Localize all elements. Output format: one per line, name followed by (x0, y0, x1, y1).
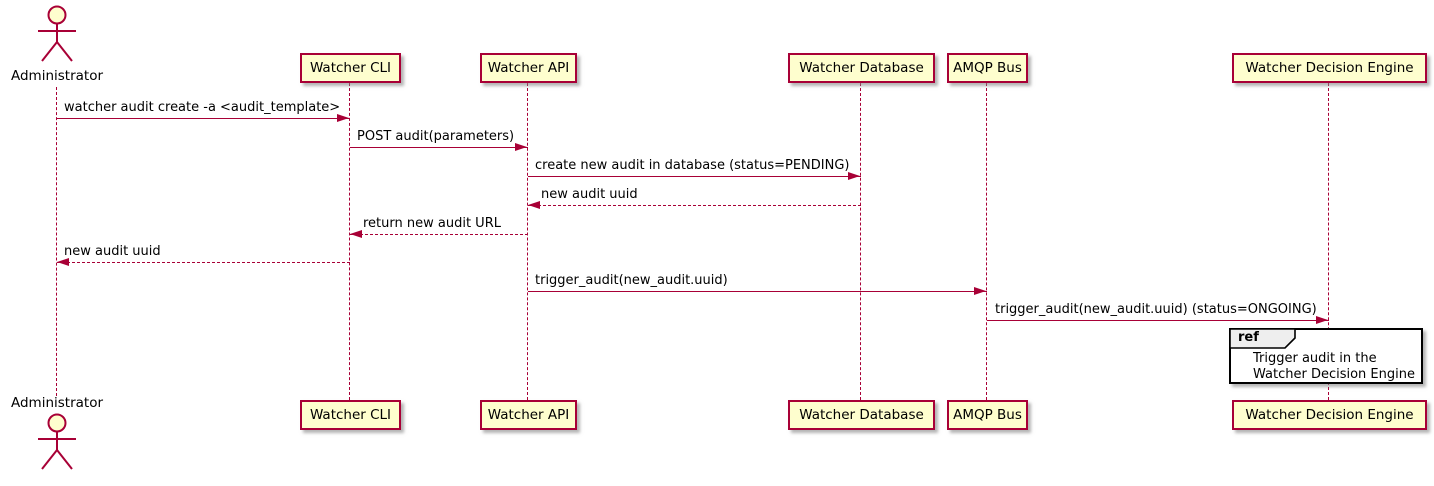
message-label-create-audit-db: create new audit in database (status=PEN… (535, 158, 850, 173)
message-line-post-audit (350, 147, 528, 148)
message-label-trigger-audit-ongoing: trigger_audit(new_audit.uuid) (status=ON… (995, 302, 1317, 317)
lifeline-watcher-cli (349, 83, 350, 400)
participant-watcher-database-bottom: Watcher Database (788, 400, 935, 430)
arrowhead-right-icon (515, 143, 527, 151)
ref-keyword: ref (1238, 330, 1259, 345)
participant-watcher-decision-engine-bottom: Watcher Decision Engine (1232, 400, 1427, 430)
actor-stick-figure-icon (38, 413, 76, 470)
participant-amqp-bus-top: AMQP Bus (947, 53, 1028, 83)
actor-label-administrator-bottom: Administrator (10, 395, 104, 411)
participant-watcher-cli-bottom: Watcher CLI (300, 400, 401, 430)
actor-stick-figure-icon (38, 5, 76, 62)
participant-amqp-bus-bottom: AMQP Bus (947, 400, 1028, 430)
participant-watcher-cli-top: Watcher CLI (300, 53, 401, 83)
message-line-new-audit-uuid-db (528, 205, 861, 206)
message-line-return-audit-url (350, 234, 528, 235)
message-label-audit-create: watcher audit create -a <audit_template> (64, 100, 341, 115)
arrowhead-right-icon (974, 287, 986, 295)
ref-text-line-1: Trigger audit in the (1253, 351, 1377, 366)
arrowhead-left-icon (528, 201, 540, 209)
ref-text-line-2: Watcher Decision Engine (1253, 367, 1415, 382)
lifeline-administrator (56, 87, 57, 396)
arrowhead-right-icon (848, 172, 860, 180)
message-line-new-audit-uuid-cli (57, 262, 350, 263)
participant-watcher-api-bottom: Watcher API (480, 400, 577, 430)
ref-tab-shape-icon (1229, 328, 1296, 349)
lifeline-watcher-decision-engine (1328, 83, 1329, 400)
ref-fragment: ref Trigger audit in the Watcher Decisio… (1229, 328, 1423, 384)
lifeline-amqp-bus (986, 83, 987, 400)
arrowhead-right-icon (337, 114, 349, 122)
message-label-return-audit-url: return new audit URL (363, 216, 501, 231)
ref-tab: ref (1229, 328, 1297, 349)
arrowhead-left-icon (350, 230, 362, 238)
message-label-trigger-audit: trigger_audit(new_audit.uuid) (535, 273, 728, 288)
message-line-create-audit-db (528, 176, 861, 177)
participant-watcher-decision-engine-top: Watcher Decision Engine (1232, 53, 1427, 83)
lifeline-watcher-database (860, 83, 861, 400)
message-line-trigger-audit-ongoing (987, 320, 1329, 321)
participant-watcher-database-top: Watcher Database (788, 53, 935, 83)
participant-watcher-api-top: Watcher API (480, 53, 577, 83)
message-label-new-audit-uuid-db: new audit uuid (541, 187, 638, 202)
arrowhead-right-icon (1316, 316, 1328, 324)
message-label-new-audit-uuid-cli: new audit uuid (64, 244, 161, 259)
message-label-post-audit: POST audit(parameters) (357, 129, 515, 144)
actor-label-administrator-top: Administrator (10, 68, 104, 84)
arrowhead-left-icon (57, 258, 69, 266)
message-line-audit-create (57, 118, 350, 119)
lifeline-watcher-api (527, 83, 528, 400)
message-line-trigger-audit (528, 291, 987, 292)
